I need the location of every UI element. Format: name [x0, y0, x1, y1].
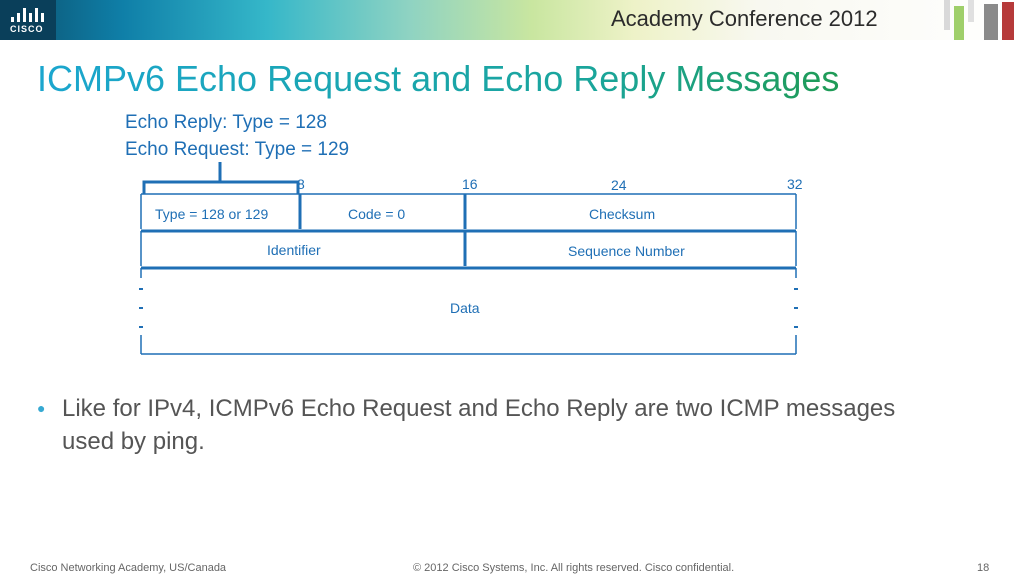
cisco-logo-text: CISCO — [10, 24, 44, 34]
bit-marker-16: 16 — [462, 176, 478, 192]
identifier-field: Identifier — [267, 242, 321, 258]
conference-title: Academy Conference 2012 — [611, 6, 878, 31]
footer-copyright: © 2012 Cisco Systems, Inc. All rights re… — [413, 562, 735, 574]
type-field: Type = 128 or 129 — [155, 206, 269, 222]
bit-marker-32: 32 — [787, 176, 803, 192]
checksum-field: Checksum — [589, 206, 656, 222]
banner-decoration — [940, 0, 1024, 40]
echo-reply-annotation: Echo Reply: Type = 128 — [125, 112, 327, 133]
bit-marker-24: 24 — [611, 177, 627, 193]
data-field: Data — [450, 300, 480, 316]
slide-title: ICMPv6 Echo Request and Echo Reply Messa… — [37, 58, 840, 99]
code-field: Code = 0 — [348, 206, 406, 222]
bit-marker-8: 8 — [297, 176, 305, 192]
footer-left: Cisco Networking Academy, US/Canada — [30, 562, 227, 574]
bullet-icon: ● — [37, 400, 46, 416]
header-row-2 — [140, 231, 797, 270]
echo-request-annotation: Echo Request: Type = 129 — [125, 139, 350, 160]
cisco-bars-icon — [10, 8, 48, 22]
type-bracket — [142, 162, 300, 194]
cisco-logo: CISCO — [0, 0, 56, 40]
sequence-number-field: Sequence Number — [568, 243, 685, 259]
bullet-text: Like for IPv4, ICMPv6 Echo Request and E… — [62, 395, 896, 455]
page-number: 18 — [977, 562, 990, 574]
top-banner: CISCO Academy Conference 2012 — [0, 0, 1024, 40]
